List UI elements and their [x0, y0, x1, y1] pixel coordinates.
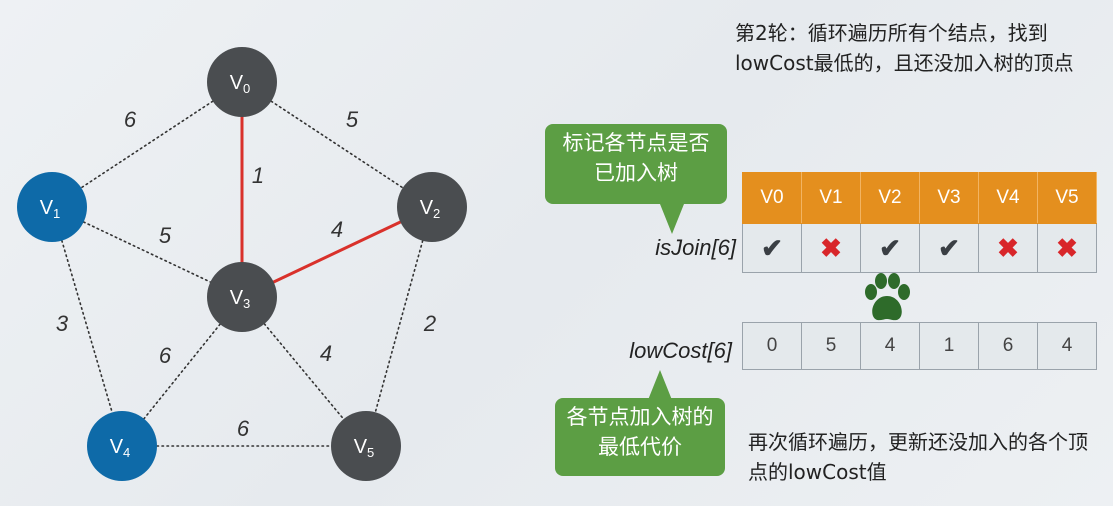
- header-cell: V1: [801, 172, 861, 224]
- node-v1: [17, 172, 87, 242]
- lowcost-label: lowCost[6]: [629, 338, 732, 363]
- lowcost-cell: 1: [919, 322, 979, 370]
- update-note: 再次循环遍历，更新还没加入的各个顶点的lowCost值: [748, 430, 1088, 484]
- node-v0: [207, 47, 277, 117]
- header-cell: V5: [1037, 172, 1097, 224]
- lowcost-cell: 0: [742, 322, 802, 370]
- paw-icon: [865, 273, 910, 321]
- lowcost-callout: 各节点加入树的最低代价: [555, 398, 725, 476]
- isjoin-callout-tail: [660, 204, 684, 234]
- lowcost-table: 0 5 4 1 6 4: [742, 322, 1097, 370]
- isjoin-callout: 标记各节点是否已加入树: [545, 124, 727, 204]
- edge-weight: 6: [237, 416, 250, 441]
- header-cell: V2: [860, 172, 920, 224]
- edge-v2-v5: [365, 206, 433, 447]
- header-cell: V0: [742, 172, 802, 224]
- header-cell: V3: [919, 172, 979, 224]
- cross-icon: ✖: [978, 223, 1038, 273]
- node-v3: [207, 262, 277, 332]
- edge-v0-v1: [51, 81, 243, 208]
- lowcost-cell: 4: [1037, 322, 1097, 370]
- edge-weight: 2: [423, 311, 436, 336]
- node-v5: [331, 411, 401, 481]
- edge-v0-v2: [241, 81, 433, 208]
- lowcost-cell: 5: [801, 322, 861, 370]
- edge-v1-v4: [51, 206, 123, 447]
- lowcost-value-row: 0 5 4 1 6 4: [742, 322, 1097, 370]
- edge-v3-v2: [241, 205, 433, 299]
- lowcost-callout-tail: [648, 370, 672, 400]
- check-icon: ✔: [860, 223, 920, 273]
- header-cell: V4: [978, 172, 1038, 224]
- edge-weight: 6: [124, 107, 137, 132]
- edge-weight: 5: [346, 107, 359, 132]
- edge-weight: 1: [252, 163, 264, 188]
- node-v4: [87, 411, 157, 481]
- lowcost-cell: 6: [978, 322, 1038, 370]
- edge-weight: 5: [159, 223, 172, 248]
- cross-icon: ✖: [801, 223, 861, 273]
- isjoin-table: V0 V1 V2 V3 V4 V5 ✔ ✖ ✔ ✔ ✖ ✖: [742, 172, 1097, 273]
- edge-weight: 4: [320, 341, 332, 366]
- lowcost-cell: 4: [860, 322, 920, 370]
- edge-weight: 4: [331, 217, 343, 242]
- cross-icon: ✖: [1037, 223, 1097, 273]
- round-note: 第2轮：循环遍历所有个结点，找到lowCost最低的，且还没加入树的顶点: [735, 21, 1074, 75]
- check-icon: ✔: [919, 223, 979, 273]
- isjoin-label: isJoin[6]: [655, 235, 736, 260]
- edge-v1-v3: [51, 206, 243, 298]
- check-icon: ✔: [742, 223, 802, 273]
- isjoin-header-row: V0 V1 V2 V3 V4 V5: [742, 172, 1097, 224]
- node-v2: [397, 172, 467, 242]
- edge-weight: 3: [56, 311, 69, 336]
- edge-weight: 6: [159, 343, 172, 368]
- isjoin-value-row: ✔ ✖ ✔ ✔ ✖ ✖: [742, 223, 1097, 273]
